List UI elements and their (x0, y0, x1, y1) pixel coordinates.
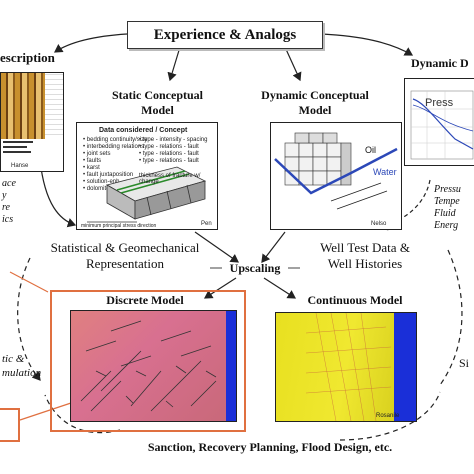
arrow-to-description (54, 33, 128, 53)
static-block-diagram (87, 166, 207, 223)
arrow-to-dynamic-data (321, 33, 414, 56)
oil-label: Oil (365, 145, 376, 155)
left-edge-box (0, 408, 20, 442)
dashed-return-right (339, 391, 441, 441)
water-label: Water (373, 167, 397, 177)
arrow-upscaling-to-continuous (263, 277, 297, 299)
statistical-representation-label: Statistical & Geomechanical Representati… (50, 240, 200, 271)
left-edge-text: tic & mulation (2, 353, 42, 379)
core-photo (1, 73, 45, 139)
continuous-model-title: Continuous Model (307, 293, 403, 307)
dynamic-data-side-text: Pressu Tempe Fluid Energ (434, 184, 461, 231)
static-model-title: Static Conceptual Model (112, 88, 203, 117)
dynamic-model-thumbnail: Oil Water Nelso (270, 122, 402, 230)
static-inner-axis: minimum principal stress direction (81, 223, 157, 229)
discrete-model-thumbnail (70, 310, 237, 422)
static-model-thumbnail: Data considered / Concept • bedding cont… (76, 122, 218, 230)
dashed-loop-left (17, 257, 41, 381)
description-title: escription (0, 50, 55, 65)
discrete-model-title: Discrete Model (106, 293, 184, 307)
fracture-network (80, 320, 217, 412)
arrow-static-to-upscaling (194, 231, 239, 263)
dynamic-data-thumbnail: Press (404, 78, 474, 166)
experience-analogs-title: Experience & Analogs (153, 27, 297, 43)
dashed-return-left (44, 394, 121, 434)
arrow-to-static (167, 46, 181, 82)
description-thumbnail: Hanse (0, 72, 64, 172)
well-test-label: Well Test Data & Well Histories (320, 240, 410, 271)
experience-analogs-box: Experience & Analogs (127, 21, 323, 49)
bottom-outcomes-text: Sanction, Recovery Planning, Flood Desig… (147, 440, 393, 454)
dynamic-model-title: Dynamic Conceptual Model (261, 88, 369, 117)
core-log (45, 73, 63, 139)
arrow-upscaling-to-discrete (203, 277, 237, 299)
pressure-plot (410, 90, 474, 160)
description-author: Hanse (11, 163, 29, 169)
pressure-label: Press (425, 97, 454, 109)
arrow-dynamic-to-upscaling (261, 231, 286, 263)
static-bullets-right: • type - intensity - spacing • type - re… (139, 137, 208, 164)
dynamic-author: Nelso (371, 221, 387, 227)
static-inner-title: Data considered / Concept (99, 127, 188, 134)
static-bullets-left: • bedding continuity/size • interbedding… (83, 137, 148, 192)
description-side-text: ace y re ics (2, 178, 16, 225)
dynamic-block-diagram (274, 132, 398, 210)
continuous-model-thumbnail: Rosanile (275, 312, 417, 422)
right-edge-text: Si (459, 356, 470, 370)
continuous-grid (305, 313, 392, 421)
dynamic-data-title: Dynamic D (411, 56, 469, 70)
discrete-model-highlight (50, 290, 246, 432)
arrow-desc-to-static (39, 159, 77, 228)
static-inner-note: thickness of fracture w/ change (139, 173, 201, 185)
dashed-loop-right (439, 249, 463, 386)
arrow-to-dynamic (284, 46, 302, 82)
continuous-author: Rosanile (376, 413, 400, 419)
upscaling-label: Upscaling (229, 261, 281, 275)
static-author: Pen (201, 221, 212, 227)
